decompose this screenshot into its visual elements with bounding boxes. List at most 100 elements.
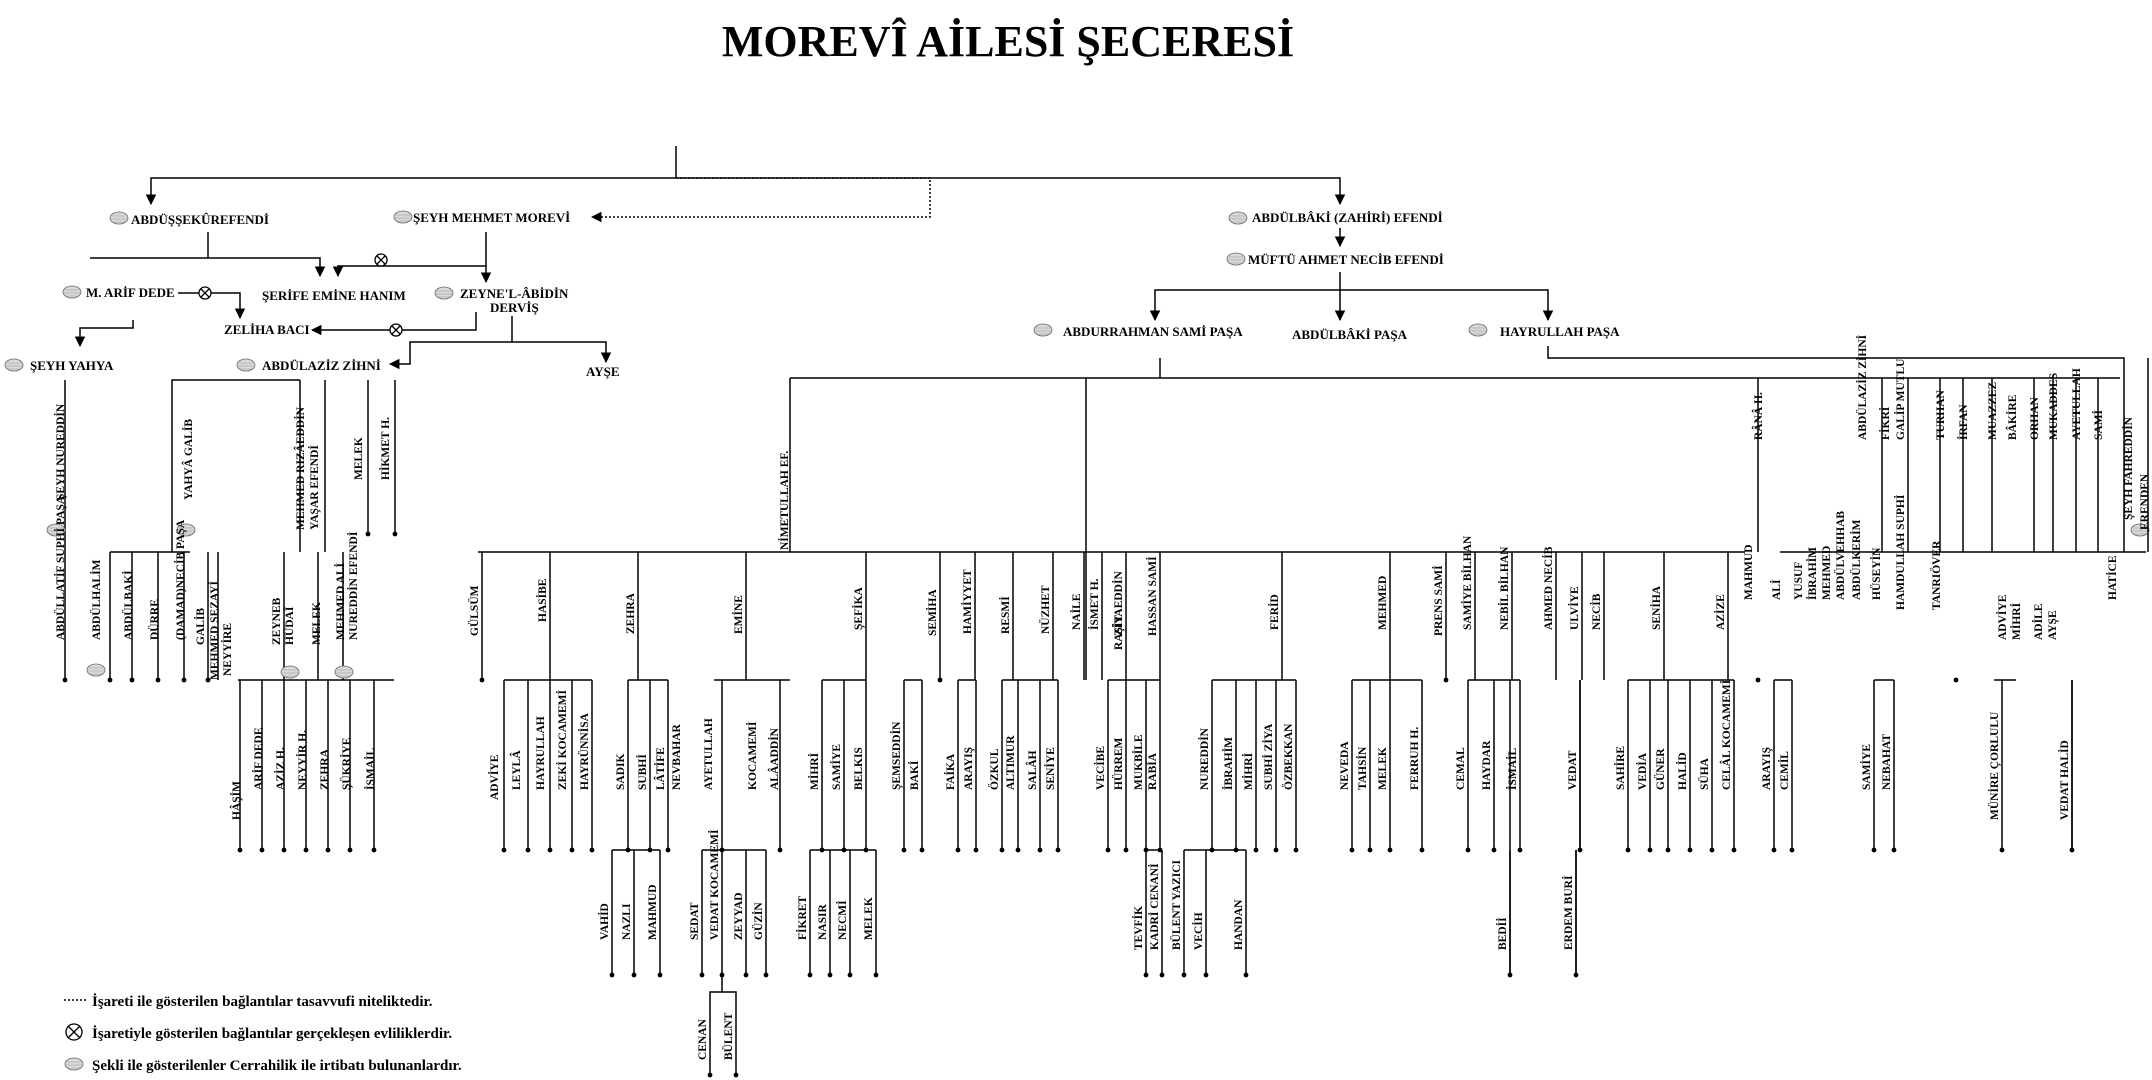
vertical-name: RESMİ: [998, 596, 1012, 634]
node-dot: [763, 972, 769, 978]
label-ayse-top: AYŞE: [586, 364, 619, 379]
connector-line: [676, 177, 1346, 206]
connector-line: [512, 341, 612, 364]
node-dot: [371, 847, 377, 853]
node-dot: [1999, 847, 2005, 853]
node-dot: [129, 677, 135, 683]
node-dot: [1143, 972, 1149, 978]
vertical-name: BEDİİ: [1495, 917, 1509, 950]
vertical-name: MEHMED ALİ: [333, 562, 347, 640]
vertical-name: CEMAL: [1455, 747, 1467, 790]
vertical-name: SUBHİ ZİYA: [1261, 723, 1275, 790]
vertical-name: ADVİYE: [487, 754, 501, 800]
vertical-name: AZİZE: [1713, 594, 1727, 630]
vertical-name: ŞEFİKA: [851, 586, 865, 630]
node-dot: [1953, 677, 1959, 683]
node-dot: [1253, 847, 1259, 853]
node-dot: [1123, 847, 1129, 853]
vertical-name: HİKMET H.: [378, 417, 392, 480]
marriage-icon: [374, 253, 388, 267]
vertical-name: MUAZZEZ: [1987, 382, 1999, 440]
vertical-name: ZEYYAD: [733, 892, 745, 940]
vertical-name: ARİF DEDE: [251, 727, 265, 790]
vertical-name: AYETULLAH: [703, 718, 715, 790]
vertical-name: SALÂH: [1025, 750, 1039, 790]
cerrahi-icon: [1468, 323, 1488, 337]
node-dot: [609, 972, 615, 978]
node-dot: [569, 847, 575, 853]
node-dot: [999, 847, 1005, 853]
vertical-name: NİMETULLAH EF.: [777, 451, 791, 550]
vertical-name: ABDÜLKERİM: [1849, 519, 1863, 600]
vertical-name: HAYDAR: [1481, 740, 1493, 790]
label-baki-pasa: ABDÜLBÂKİ PAŞA: [1292, 327, 1408, 342]
vertical-name: CELÂL KOCAMEMİ: [1719, 679, 1733, 790]
connector-line: [171, 379, 300, 552]
node-dot: [281, 847, 287, 853]
vertical-name: NEYYİRE: [220, 623, 234, 676]
vertical-name: MELEK: [863, 897, 875, 940]
node-dot: [347, 847, 353, 853]
legend: İşareti ile gösterilen bağlantılar tasav…: [64, 993, 462, 1074]
node-dot: [479, 677, 485, 683]
vertical-name: GÜNER: [1653, 748, 1667, 790]
vertical-name: NAZLI: [621, 903, 633, 940]
node-dot: [1731, 847, 1737, 853]
vertical-name: HÜDAİ: [282, 606, 296, 645]
cerrahi-icon: [1226, 252, 1246, 266]
node-dot: [1647, 847, 1653, 853]
node-dot: [1105, 847, 1111, 853]
vertical-name: (DAMAD)NECİB PAŞA: [173, 519, 187, 640]
marriage-icon: [198, 286, 212, 300]
node-dot: [1771, 847, 1777, 853]
node-dot: [547, 847, 553, 853]
vertical-name: VEDAT KOCAMEMİ: [707, 829, 721, 940]
vertical-name: SENİHA: [1649, 585, 1663, 630]
vertical-name: NEVBAHAR: [671, 723, 683, 790]
vertical-name: NASIR: [817, 904, 829, 940]
vertical-name: BELKIS: [853, 747, 865, 790]
label-abdussekur: ABDÜŞŞEKÛREFENDİ: [131, 212, 269, 227]
vertical-name: MİHRİ: [807, 752, 821, 790]
vertical-name: DÜRRE: [147, 599, 161, 640]
vertical-name: VECİH: [1191, 912, 1205, 950]
vertical-name: GÜZİN: [751, 902, 765, 940]
node-dot: [1243, 972, 1249, 978]
node-dot: [973, 847, 979, 853]
label-mehmet-morevi: ŞEYH MEHMET MOREVİ: [413, 210, 570, 225]
legend-marriage-icon: [65, 1023, 83, 1041]
vertical-name: HÜSEYİN: [1869, 547, 1883, 600]
legend-cerrahi-text: Şekli ile gösterilenler Cerrahilik ile i…: [92, 1058, 462, 1074]
node-dot: [1491, 847, 1497, 853]
vertical-name: FERİD: [1267, 594, 1281, 630]
vertical-name: SENİYE: [1043, 747, 1057, 790]
vertical-name: YUSUF: [1793, 562, 1805, 600]
node-dot: [237, 847, 243, 853]
vertical-name: AYETULLAH: [2071, 368, 2083, 440]
vertical-name: ÖZBEKKAN: [1281, 723, 1295, 790]
vertical-name: FİKRİ: [1878, 406, 1892, 440]
node-dot: [707, 1072, 713, 1078]
connector-line: [145, 177, 676, 206]
vertical-name: MİHRİ: [2009, 602, 2023, 640]
vertical-name: ADVİYE: [1995, 594, 2009, 640]
label-serife: ŞERİFE EMİNE HANIM: [262, 288, 406, 303]
node-dot: [1015, 847, 1021, 853]
vertical-name: KOCAMEMİ: [745, 721, 759, 790]
vertical-name: VECİBE: [1093, 746, 1107, 790]
vertical-name: İBRAHİM: [1221, 737, 1235, 790]
node-dot: [657, 972, 663, 978]
vertical-name: RABİA: [1145, 752, 1159, 790]
node-dot: [827, 972, 833, 978]
vertical-name: ARAYIŞ: [963, 747, 975, 790]
label-abdulaziz: ABDÜLAZİZ ZİHNİ: [262, 358, 381, 373]
cerrahi-icon: [86, 663, 106, 677]
vertical-name: NÜZHET: [1038, 585, 1052, 634]
node-labels: ABDÜŞŞEKÛREFENDİ ŞEYH MEHMET MOREVİ ABDÜLB…: [30, 210, 1620, 379]
node-dot: [1443, 677, 1449, 683]
vertical-name: ZEKİ KOCAMEMİ: [555, 689, 569, 790]
node-dot: [325, 847, 331, 853]
connector-line: [590, 177, 931, 223]
